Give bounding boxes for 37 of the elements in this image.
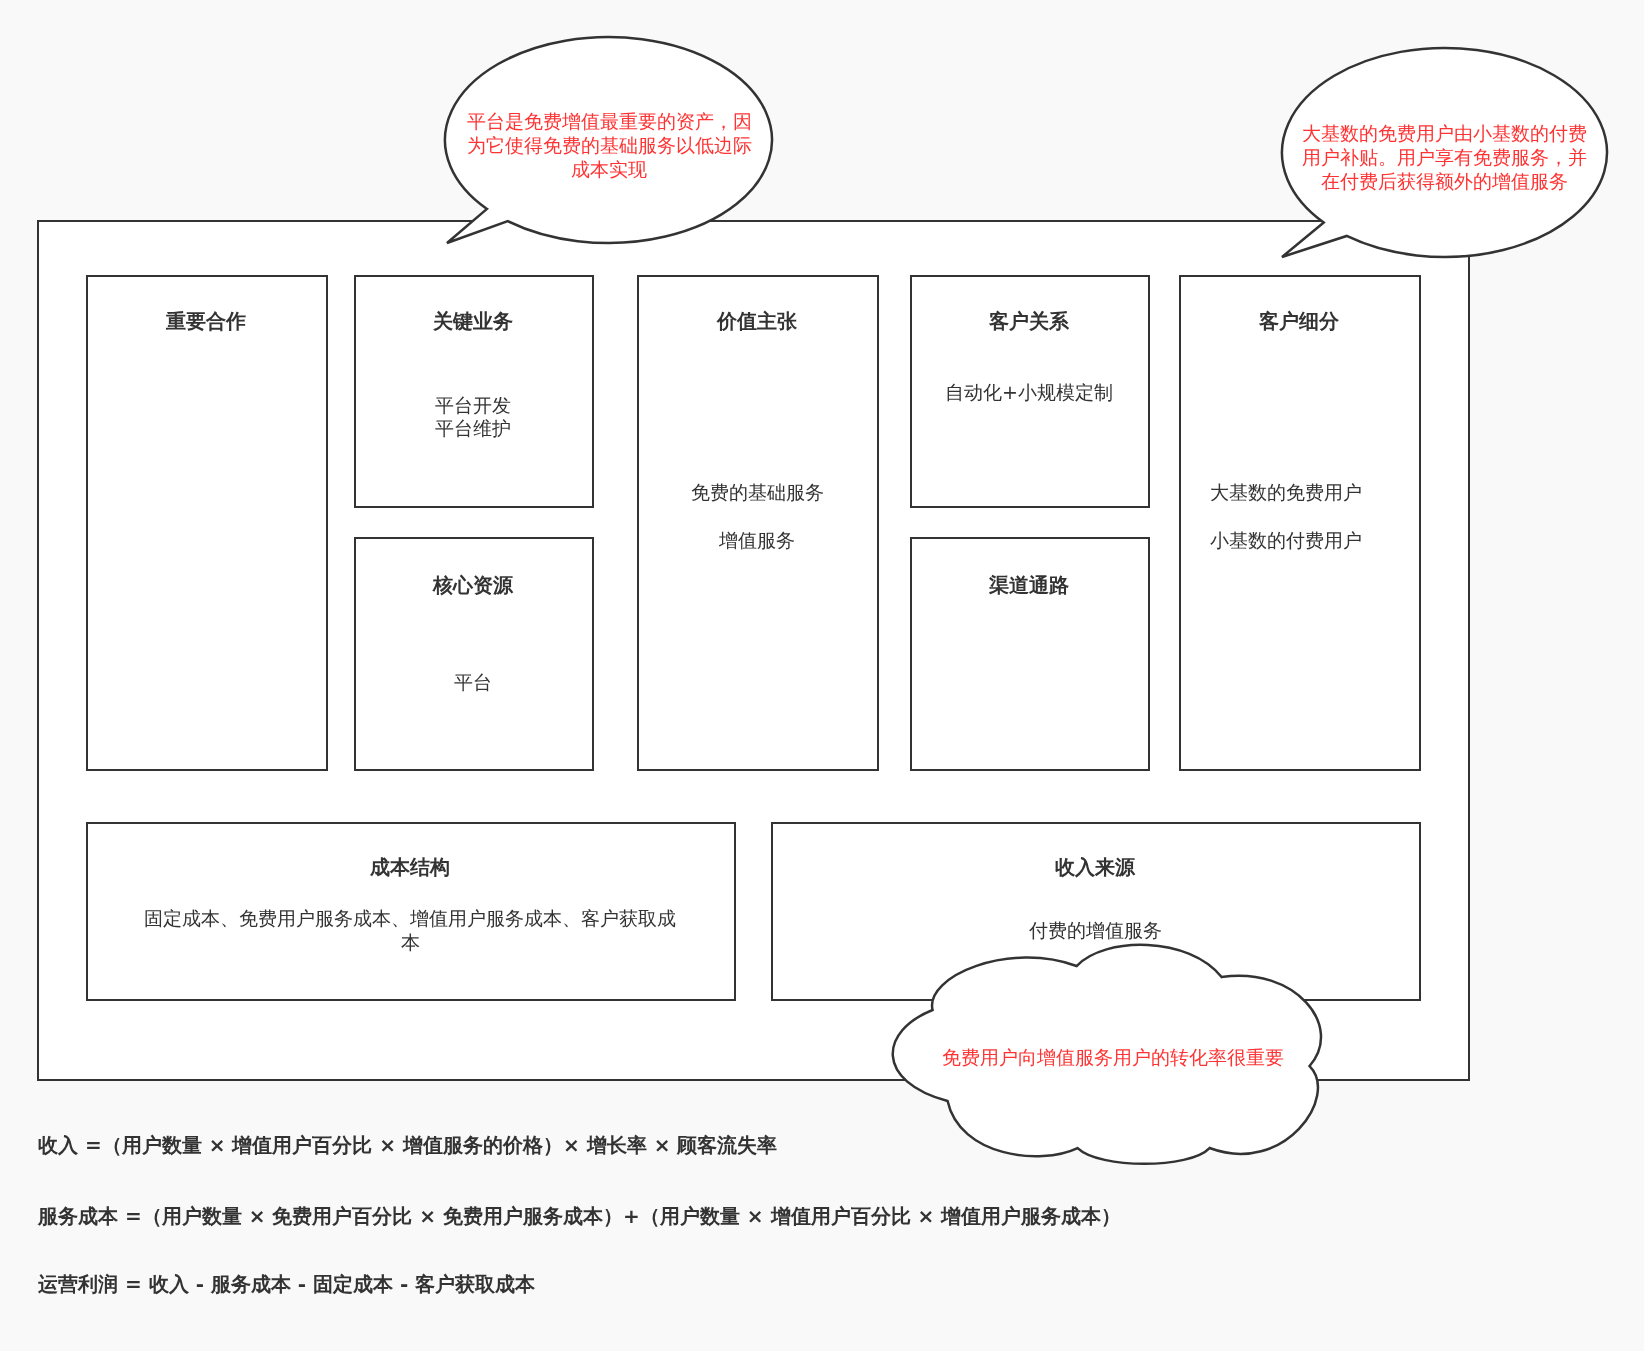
section-text: 平台维护 <box>435 416 511 440</box>
section-text: 增值服务 <box>719 528 795 552</box>
formula-text: 运营利润 = 收入 - 服务成本 - 固定成本 - 客户获取成本 <box>38 1272 536 1296</box>
section-text: 自动化+小规模定制 <box>945 380 1113 404</box>
section-box <box>85 274 328 771</box>
section-text: 平台开发 <box>435 393 511 417</box>
speech-bubble <box>443 35 775 246</box>
callout-text: 大基数的免费用户由小基数的付费用户补贴。用户享有免费服务，并在付费后获得额外的增值服务 <box>1300 121 1588 193</box>
callout-text: 平台是免费增值最重要的资产，因为它使得免费的基础服务以低边际成本实现 <box>465 109 753 181</box>
section-title: 渠道通路 <box>989 573 1069 597</box>
section-text: 平台 <box>454 670 492 694</box>
formula-text: 收入 =（用户数量 × 增值用户百分比 × 增值服务的价格）× 增长率 × 顾客流失率 <box>38 1133 778 1157</box>
section-text: 固定成本、免费用户服务成本、增值用户服务成本、客户获取成本 <box>143 906 677 954</box>
section-text: 小基数的付费用户 <box>1210 528 1362 552</box>
section-text: 免费的基础服务 <box>690 480 824 504</box>
section-title: 客户关系 <box>989 309 1069 333</box>
section-text: 付费的增值服务 <box>1028 918 1162 942</box>
section-text: 大基数的免费用户 <box>1210 480 1362 504</box>
section-title: 收入来源 <box>1055 855 1135 879</box>
section-box <box>909 274 1150 508</box>
section-box <box>353 536 594 771</box>
section-title: 关键业务 <box>433 309 513 333</box>
section-box <box>353 274 594 508</box>
cloud-callout <box>891 942 1324 1166</box>
speech-bubble <box>1278 45 1609 260</box>
section-title: 价值主张 <box>717 309 797 333</box>
section-title: 核心资源 <box>433 573 513 597</box>
section-title: 成本结构 <box>370 855 450 879</box>
section-title: 重要合作 <box>166 309 246 333</box>
callout-text: 免费用户向增值服务用户的转化率很重要 <box>942 1045 1284 1069</box>
section-title: 客户细分 <box>1259 309 1339 333</box>
section-box <box>1178 274 1421 771</box>
section-box <box>85 821 736 1001</box>
section-box <box>636 274 879 771</box>
section-box <box>909 536 1150 771</box>
formula-text: 服务成本 =（用户数量 × 免费用户百分比 × 免费用户服务成本）+（用户数量 × 增值用户百分比 × 增值用户服务成本） <box>38 1204 1122 1228</box>
outer-frame <box>37 220 1470 1081</box>
